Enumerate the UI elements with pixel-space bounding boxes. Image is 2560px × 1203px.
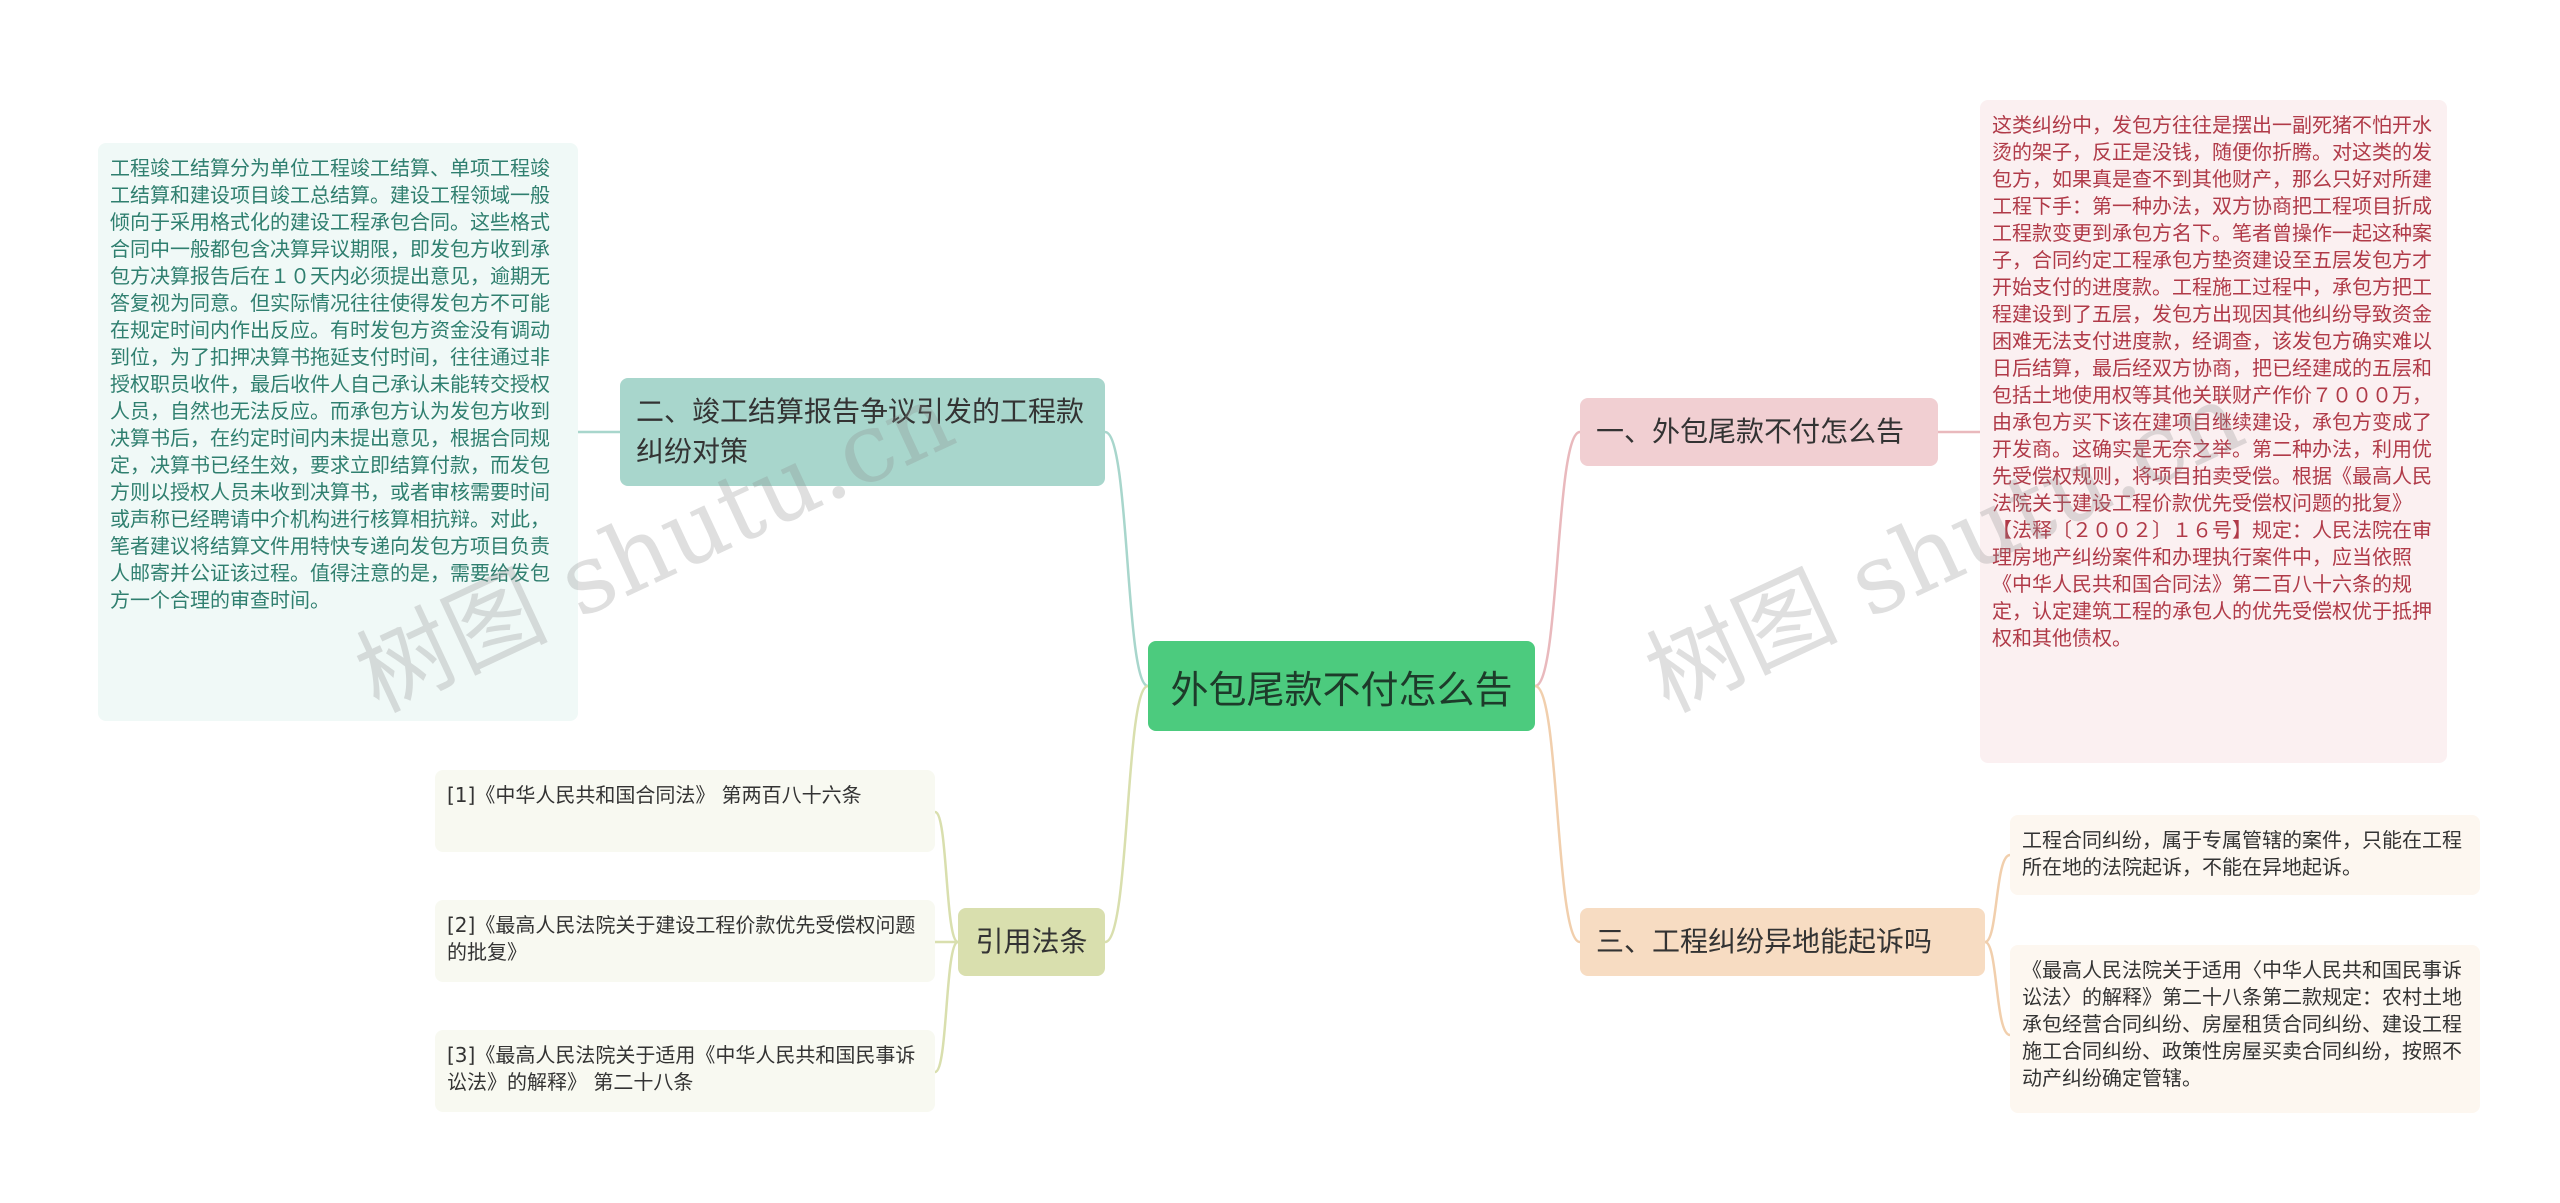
branch-1-leaf-text: 这类纠纷中，发包方往往是摆出一副死猪不怕开水烫的架子，反正是没钱，随便你折腾。对… <box>1992 113 2432 650</box>
connector-law-leaf1 <box>933 810 960 944</box>
law-leaf-3: [3]《最高人民法院关于适用《中华人民共和国民事诉讼法》的解释》 第二十八条 <box>435 1030 935 1112</box>
branch-node-3[interactable]: 三、工程纠纷异地能起诉吗 <box>1580 908 1985 976</box>
connector-root-b1 <box>1534 430 1581 688</box>
root-node[interactable]: 外包尾款不付怎么告 <box>1148 641 1535 731</box>
branch-2-leaf: 工程竣工结算分为单位工程竣工结算、单项工程竣工结算和建设项目竣工总结算。建设工程… <box>98 143 578 721</box>
law-branch-label: 引用法条 <box>975 925 1088 958</box>
connector-root-b2 <box>1104 430 1149 688</box>
connector-b3-leaf1 <box>1984 853 2011 944</box>
law-leaf-3-text: [3]《最高人民法院关于适用《中华人民共和国民事诉讼法》的解释》 第二十八条 <box>447 1043 916 1094</box>
law-leaf-1-text: [1]《中华人民共和国合同法》 第两百八十六条 <box>447 783 862 807</box>
branch-2-label: 二、竣工结算报告争议引发的工程款纠纷对策 <box>636 395 1085 468</box>
branch-3-leaf-1-text: 工程合同纠纷，属于专属管辖的案件，只能在工程所在地的法院起诉，不能在异地起诉。 <box>2022 828 2462 879</box>
branch-3-label: 三、工程纠纷异地能起诉吗 <box>1596 925 1933 958</box>
law-leaf-2-text: [2]《最高人民法院关于建设工程价款优先受偿权问题的批复》 <box>447 913 916 964</box>
connector-b3-leaf2 <box>1984 940 2011 1037</box>
branch-1-leaf: 这类纠纷中，发包方往往是摆出一副死猪不怕开水烫的架子，反正是没钱，随便你折腾。对… <box>1980 100 2447 763</box>
connector-root-law <box>1104 684 1149 944</box>
connector-law-leaf3 <box>933 940 960 1074</box>
branch-3-leaf-2: 《最高人民法院关于适用〈中华人民共和国民事诉讼法〉的解释》第二十八条第二款规定：… <box>2010 945 2480 1113</box>
law-leaf-1: [1]《中华人民共和国合同法》 第两百八十六条 <box>435 770 935 852</box>
connector-root-b3 <box>1534 684 1581 944</box>
branch-3-leaf-2-text: 《最高人民法院关于适用〈中华人民共和国民事诉讼法〉的解释》第二十八条第二款规定：… <box>2022 958 2462 1090</box>
law-branch-node[interactable]: 引用法条 <box>958 908 1105 976</box>
branch-1-label: 一、外包尾款不付怎么告 <box>1596 415 1905 448</box>
branch-3-leaf-1: 工程合同纠纷，属于专属管辖的案件，只能在工程所在地的法院起诉，不能在异地起诉。 <box>2010 815 2480 895</box>
root-label: 外包尾款不付怎么告 <box>1170 667 1513 712</box>
law-leaf-2: [2]《最高人民法院关于建设工程价款优先受偿权问题的批复》 <box>435 900 935 982</box>
branch-2-leaf-text: 工程竣工结算分为单位工程竣工结算、单项工程竣工结算和建设项目竣工总结算。建设工程… <box>110 156 550 612</box>
branch-node-2[interactable]: 二、竣工结算报告争议引发的工程款纠纷对策 <box>620 378 1105 486</box>
branch-node-1[interactable]: 一、外包尾款不付怎么告 <box>1580 398 1938 466</box>
